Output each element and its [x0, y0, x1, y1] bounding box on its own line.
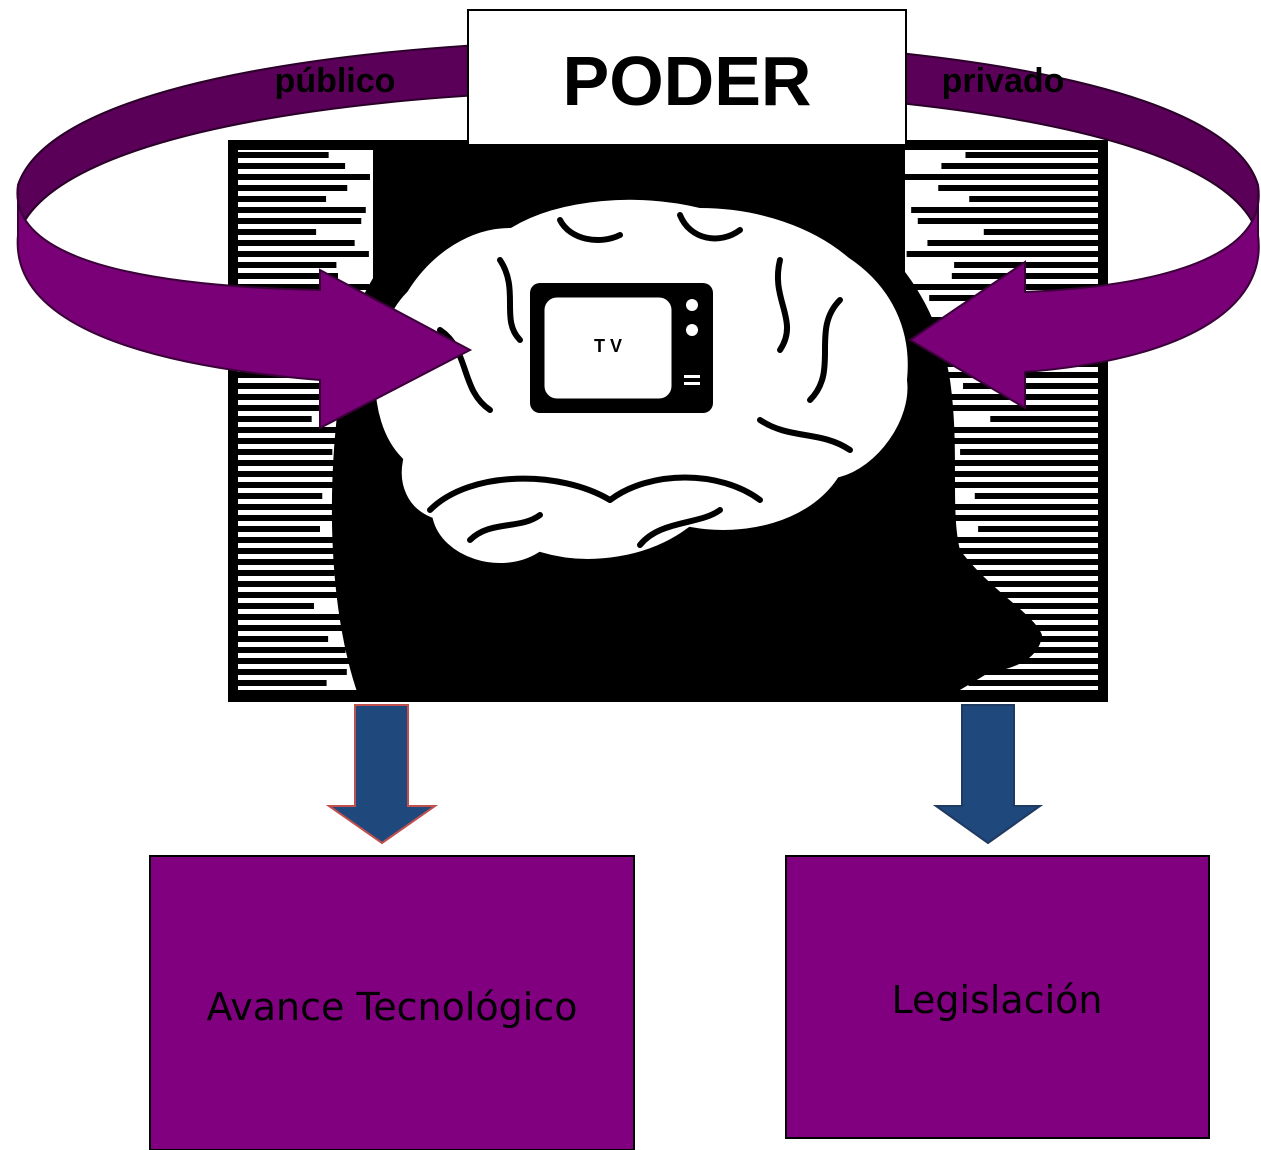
hatch-stripe — [238, 614, 361, 620]
hatch-stripe — [927, 240, 1098, 246]
hatch-stripe — [238, 196, 327, 202]
hatch-stripe — [238, 537, 352, 543]
hatch-stripe — [238, 218, 362, 224]
hatch-stripe — [238, 427, 358, 433]
hatch-stripe — [963, 383, 1098, 389]
down-arrow-right — [932, 704, 1044, 845]
hatch-stripe — [941, 163, 1098, 169]
hatch-stripe — [986, 603, 1098, 609]
hatch-stripe — [238, 636, 329, 642]
hatch-stripe — [238, 625, 367, 631]
hatch-stripe — [913, 504, 1098, 510]
hatch-stripe — [978, 526, 1098, 532]
hatch-stripe — [949, 559, 1098, 565]
hatch-stripe — [238, 515, 364, 521]
box-legislacion-label: Legislación — [892, 978, 1103, 1022]
hatch-stripe — [238, 482, 351, 488]
hatch-stripe — [238, 449, 333, 455]
hatch-stripe — [238, 394, 368, 400]
ring-band-front-left — [16, 184, 473, 430]
hatch-stripe — [954, 262, 1098, 268]
tv-label: T V — [594, 336, 622, 356]
hatch-stripe — [238, 658, 370, 664]
hatch-stripe — [923, 427, 1098, 433]
hatch-stripe — [238, 592, 357, 598]
box-legislacion — [785, 855, 1210, 1139]
hatch-stripe — [990, 416, 1098, 422]
hatch-stripe — [238, 405, 359, 411]
title-box — [467, 9, 907, 146]
hatch-stripe — [956, 570, 1098, 576]
hatch-stripe — [917, 218, 1098, 224]
hatch-stripe — [238, 581, 369, 587]
hatch-stripe — [905, 471, 1098, 477]
hatch-stripe — [238, 548, 370, 554]
hatch-stripe — [921, 405, 1098, 411]
hatch-stripe — [938, 185, 1098, 191]
hatch-stripe — [238, 174, 370, 180]
hatch-stripe — [908, 394, 1098, 400]
hatch-stripe — [911, 207, 1098, 213]
hatch-stripe — [905, 174, 1098, 180]
hatch-stripe — [238, 504, 365, 510]
hatch-stripe — [969, 196, 1098, 202]
hatch-stripe — [238, 526, 320, 532]
hatch-stripe — [238, 185, 348, 191]
title-poder: PODER — [563, 42, 812, 120]
hatch-stripe — [908, 438, 1098, 444]
hatch-stripe — [238, 251, 369, 257]
hatch-stripe — [965, 152, 1098, 158]
head-illustration: T V — [228, 140, 1108, 702]
box-avance-tecnologico-label: Avance Tecnológico — [207, 985, 578, 1029]
down-arrow-left — [325, 704, 439, 845]
hatch-stripe — [238, 152, 329, 158]
hatch-stripe — [906, 251, 1098, 257]
ring-band-front-right — [908, 184, 1260, 410]
hatch-stripe — [238, 229, 317, 235]
hatch-stripe — [238, 163, 346, 169]
tv-icon: T V — [530, 283, 713, 413]
ring-label-publico: público — [275, 62, 396, 100]
hatch-stripe — [238, 207, 366, 213]
hatch-stripe — [238, 416, 312, 422]
hatch-stripe — [238, 669, 347, 675]
hatch-stripe — [238, 383, 331, 389]
hatch-stripe — [925, 592, 1098, 598]
hatch-stripe — [933, 482, 1098, 488]
hatch-stripe — [938, 669, 1098, 675]
hatch-stripe — [238, 603, 314, 609]
hatch-stripe — [907, 581, 1098, 587]
hatch-stripe — [238, 471, 370, 477]
ring-label-privado: privado — [942, 62, 1065, 100]
hatch-stripe — [968, 680, 1098, 686]
box-avance-tecnologico — [149, 855, 635, 1150]
hatch-stripe — [238, 559, 340, 565]
hatch-stripe — [238, 460, 342, 466]
hatch-stripe — [960, 449, 1098, 455]
hatch-stripe — [974, 493, 1098, 499]
hatch-stripe — [238, 240, 355, 246]
hatch-stripe — [238, 493, 323, 499]
hatch-stripe — [238, 438, 368, 444]
hatch-stripe — [238, 284, 370, 290]
hatch-stripe — [914, 515, 1098, 521]
hatch-stripe — [238, 647, 346, 653]
hatch-stripe — [946, 460, 1098, 466]
hatch-stripe — [238, 273, 338, 279]
hatch-stripe — [983, 229, 1098, 235]
hatch-stripe — [238, 570, 335, 576]
hatch-stripe — [238, 262, 337, 268]
hatch-stripe — [931, 537, 1098, 543]
hatch-stripe — [905, 548, 1098, 554]
hatch-stripe — [238, 680, 327, 686]
